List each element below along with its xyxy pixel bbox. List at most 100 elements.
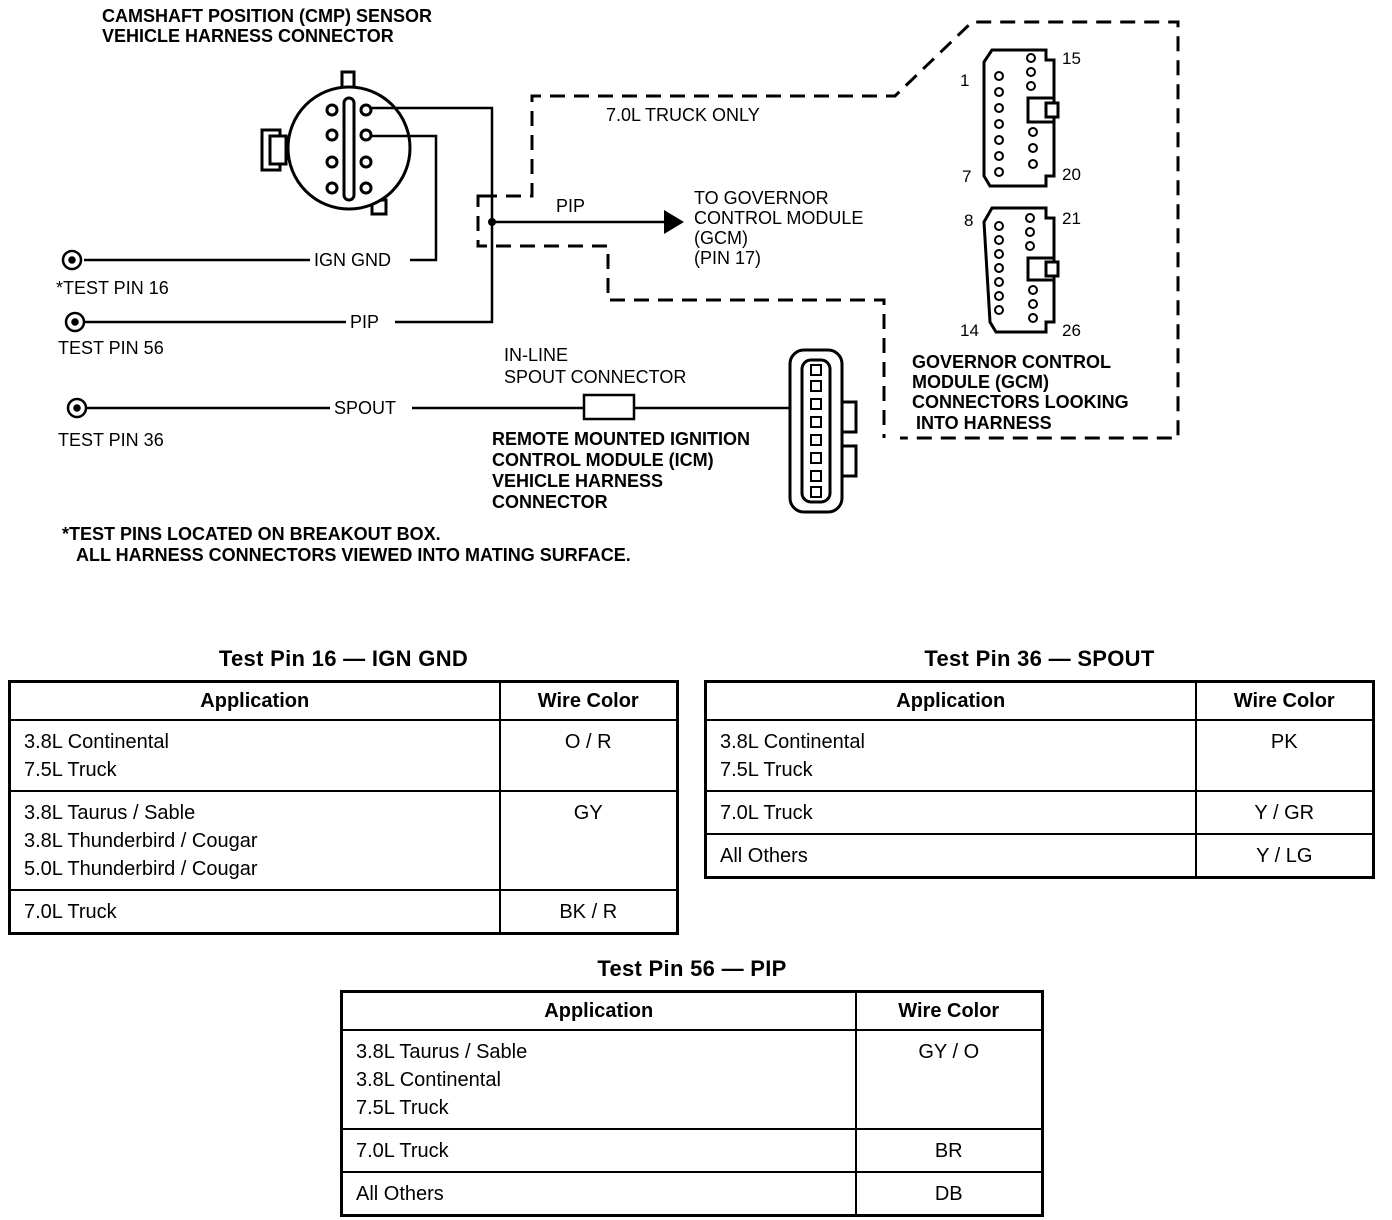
header-wire-color: Wire Color bbox=[1194, 680, 1375, 721]
wire-color-cell: PK bbox=[1194, 719, 1375, 792]
inline-spout-connector bbox=[582, 393, 636, 421]
wiring-diagram: CAMSHAFT POSITION (CMP) SENSOR VEHICLE H… bbox=[56, 6, 1180, 565]
table-row: 7.0L Truck BR bbox=[340, 1128, 1044, 1173]
gcm-lower-pins bbox=[994, 213, 1038, 323]
icm-label-line-1: REMOTE MOUNTED IGNITION bbox=[492, 429, 750, 449]
gcm-target-line-2: CONTROL MODULE bbox=[694, 208, 863, 228]
application-cell: All Others bbox=[340, 1171, 857, 1217]
wire-color-cell: GY / O bbox=[854, 1029, 1044, 1130]
icm-label-line-2: CONTROL MODULE (ICM) bbox=[492, 450, 714, 470]
header-application: Application bbox=[8, 680, 501, 721]
inline-connector-line-2: SPOUT CONNECTOR bbox=[504, 367, 686, 387]
test-pin-56-label: TEST PIN 56 bbox=[58, 338, 164, 358]
icm-label-line-4: CONNECTOR bbox=[492, 492, 608, 512]
ign-gnd-wire-label: IGN GND bbox=[314, 250, 391, 270]
footnote-line-2: ALL HARNESS CONNECTORS VIEWED INTO MATIN… bbox=[76, 545, 631, 565]
gcm-pin-26: 26 bbox=[1062, 321, 1081, 340]
table-row: 7.0L Truck Y / GR bbox=[704, 790, 1375, 835]
gcm-pin-21: 21 bbox=[1062, 209, 1081, 228]
gcm-arrow-icon bbox=[664, 210, 684, 234]
gcm-pin-1: 1 bbox=[960, 71, 969, 90]
splice-dot-icon bbox=[488, 218, 496, 226]
gcm-target-line-4: (PIN 17) bbox=[694, 248, 761, 268]
wire-color-table-pin36: Application Wire Color 3.8L Continental … bbox=[704, 680, 1375, 879]
footnote-line-1: *TEST PINS LOCATED ON BREAKOUT BOX. bbox=[62, 524, 441, 544]
application-cell: 7.0L Truck bbox=[340, 1128, 857, 1173]
application-line: 3.8L Taurus / Sable bbox=[24, 802, 196, 824]
application-cell: 7.0L Truck bbox=[8, 889, 501, 935]
icm-label-line-3: VEHICLE HARNESS bbox=[492, 471, 663, 491]
gcm-label-line-1: GOVERNOR CONTROL bbox=[912, 352, 1111, 372]
spout-wire-label: SPOUT bbox=[334, 398, 396, 418]
table-title-pin36: Test Pin 36 — SPOUT bbox=[924, 646, 1155, 671]
gcm-upper-pins bbox=[994, 53, 1038, 177]
gcm-pin-14: 14 bbox=[960, 321, 979, 340]
header-wire-color: Wire Color bbox=[498, 680, 679, 721]
gcm-pin-8: 8 bbox=[964, 211, 973, 230]
inline-connector-line-1: IN-LINE bbox=[504, 345, 568, 365]
table-title-pin56: Test Pin 56 — PIP bbox=[597, 956, 787, 981]
application-cell: All Others bbox=[704, 833, 1197, 879]
wire-color-table-pin56: Application Wire Color 3.8L Taurus / Sab… bbox=[340, 990, 1044, 1217]
gcm-pin-20: 20 bbox=[1062, 165, 1081, 184]
wires bbox=[84, 106, 818, 410]
application-line: 7.0L Truck bbox=[356, 1140, 449, 1162]
gcm-pin-7: 7 bbox=[962, 167, 971, 186]
gcm-target-line-3: (GCM) bbox=[694, 228, 748, 248]
header-wire-color: Wire Color bbox=[854, 990, 1044, 1031]
application-cell: 3.8L Continental 7.5L Truck bbox=[8, 719, 501, 792]
table-title-pin16: Test Pin 16 — IGN GND bbox=[218, 646, 469, 671]
application-line: All Others bbox=[356, 1183, 444, 1205]
table-header-row: Application Wire Color bbox=[704, 680, 1375, 721]
table-block-pin56: Test Pin 56 — PIP Application Wire Color… bbox=[340, 956, 1044, 1217]
application-cell: 7.0L Truck bbox=[704, 790, 1197, 835]
wire-color-cell: BK / R bbox=[498, 889, 679, 935]
application-line: 7.5L Truck bbox=[356, 1097, 449, 1119]
wire-color-cell: BR bbox=[854, 1128, 1044, 1173]
table-block-pin16: Test Pin 16 — IGN GND Application Wire C… bbox=[8, 646, 679, 935]
application-cell: 3.8L Taurus / Sable 3.8L Thunderbird / C… bbox=[8, 790, 501, 891]
table-header-row: Application Wire Color bbox=[8, 680, 679, 721]
header-application: Application bbox=[340, 990, 857, 1031]
gcm-pin-15: 15 bbox=[1062, 49, 1081, 68]
cmp-title-line-2: VEHICLE HARNESS CONNECTOR bbox=[102, 26, 394, 46]
application-line: 7.5L Truck bbox=[24, 759, 117, 781]
icm-harness-connector bbox=[788, 348, 858, 514]
wire-color-table-pin16: Application Wire Color 3.8L Continental … bbox=[8, 680, 679, 935]
application-line: 5.0L Thunderbird / Cougar bbox=[24, 858, 258, 880]
cmp-title-line-1: CAMSHAFT POSITION (CMP) SENSOR bbox=[102, 6, 432, 26]
table-row: 3.8L Taurus / Sable 3.8L Thunderbird / C… bbox=[8, 790, 679, 891]
application-line: 3.8L Continental bbox=[356, 1069, 501, 1091]
table-row: 7.0L Truck BK / R bbox=[8, 889, 679, 935]
table-row: All Others DB bbox=[340, 1171, 1044, 1217]
table-header-row: Application Wire Color bbox=[340, 990, 1044, 1031]
gcm-label-line-3: CONNECTORS LOOKING bbox=[912, 392, 1129, 412]
gcm-connector-upper bbox=[982, 48, 1060, 188]
table-row: 3.8L Continental 7.5L Truck PK bbox=[704, 719, 1375, 792]
header-application: Application bbox=[704, 680, 1197, 721]
application-cell: 3.8L Continental 7.5L Truck bbox=[704, 719, 1197, 792]
table-row: All Others Y / LG bbox=[704, 833, 1375, 879]
test-pin-36-label: TEST PIN 36 bbox=[58, 430, 164, 450]
table-block-pin36: Test Pin 36 — SPOUT Application Wire Col… bbox=[704, 646, 1375, 879]
pip-wire-label: PIP bbox=[350, 312, 379, 332]
wire-color-cell: DB bbox=[854, 1171, 1044, 1217]
truck-only-dashed-wires bbox=[476, 20, 1180, 440]
table-row: 3.8L Taurus / Sable 3.8L Continental 7.5… bbox=[340, 1029, 1044, 1130]
wire-color-cell: Y / GR bbox=[1194, 790, 1375, 835]
application-cell: 3.8L Taurus / Sable 3.8L Continental 7.5… bbox=[340, 1029, 857, 1130]
application-line: All Others bbox=[720, 845, 808, 867]
gcm-label-line-4: INTO HARNESS bbox=[916, 413, 1052, 433]
wire-color-cell: Y / LG bbox=[1194, 833, 1375, 879]
application-line: 3.8L Taurus / Sable bbox=[356, 1041, 528, 1063]
application-line: 3.8L Thunderbird / Cougar bbox=[24, 830, 258, 852]
application-line: 3.8L Continental bbox=[24, 731, 169, 753]
truck-only-label: 7.0L TRUCK ONLY bbox=[606, 105, 760, 125]
wire-color-cell: GY bbox=[498, 790, 679, 891]
test-pin-icons bbox=[61, 249, 88, 419]
cmp-sensor-connector bbox=[260, 70, 412, 216]
gcm-label-line-2: MODULE (GCM) bbox=[912, 372, 1049, 392]
application-line: 7.5L Truck bbox=[720, 759, 813, 781]
test-pin-16-label: *TEST PIN 16 bbox=[56, 278, 169, 298]
application-line: 7.0L Truck bbox=[24, 901, 117, 923]
